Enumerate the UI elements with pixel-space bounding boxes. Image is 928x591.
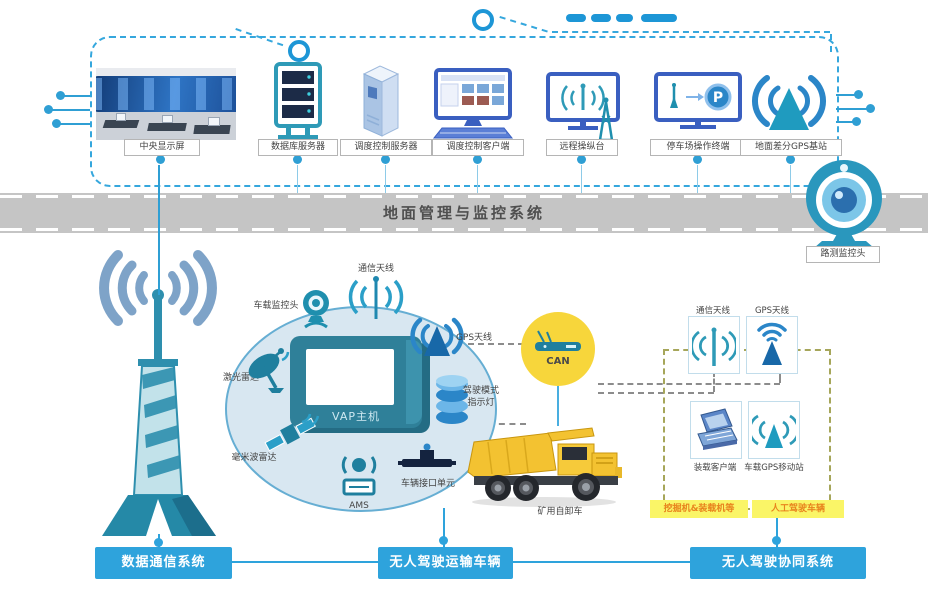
comm-antenna-label: 通信天线 bbox=[357, 264, 394, 274]
loading-client-box bbox=[690, 401, 742, 459]
mining-truck-label: 矿用自卸车 bbox=[537, 507, 583, 517]
dashed-connector bbox=[598, 383, 780, 385]
can-label: CAN bbox=[546, 356, 570, 367]
drive-mode-indicator-label: 驾驶模式 指示灯 bbox=[462, 386, 499, 408]
circuit-node-dot bbox=[852, 117, 861, 126]
drive-mode-indicator-icon bbox=[436, 375, 468, 424]
circuit-node-dot bbox=[854, 90, 863, 99]
vap-host: VAP主机 bbox=[290, 336, 430, 433]
circuit-node-dot bbox=[44, 105, 53, 114]
lidar-dish-icon bbox=[248, 348, 290, 393]
remote-console-icon bbox=[546, 72, 620, 142]
mmwave-radar-label: 毫米波雷达 bbox=[231, 453, 277, 463]
communication-tower-icon bbox=[99, 250, 217, 536]
signal-bar bbox=[566, 14, 586, 22]
signal-bar bbox=[641, 14, 677, 22]
link-display-to-tower bbox=[158, 165, 160, 295]
circuit-node-dot bbox=[52, 119, 61, 128]
collab-gps-antenna-icon bbox=[757, 322, 787, 365]
onboard-camera-icon bbox=[303, 290, 329, 329]
device-label: 数据库服务器 bbox=[258, 139, 338, 156]
ams-icon bbox=[341, 456, 377, 496]
circuit-ring bbox=[288, 40, 310, 62]
dashed-connector bbox=[713, 371, 715, 392]
collab-comm-antenna-box bbox=[688, 316, 740, 374]
can-router-icon bbox=[535, 330, 581, 351]
dashed-line bbox=[830, 34, 832, 52]
system-data-communication: 数据通信系统 bbox=[95, 547, 232, 579]
road-band-title: 地面管理与监控系统 bbox=[382, 204, 545, 222]
signal-bar bbox=[616, 14, 633, 22]
ams-label: AMS bbox=[349, 501, 369, 511]
road-band: 地面管理与监控系统 bbox=[0, 193, 928, 233]
collab-comm-antenna-label: 通信天线 bbox=[695, 306, 730, 316]
collab-gps-antenna-label: GPS天线 bbox=[754, 306, 790, 316]
dashed-connector bbox=[779, 371, 781, 383]
vehicle-gps-mobile-box bbox=[748, 401, 800, 459]
vehicle-gps-mobile-label: 车载GPS移动站 bbox=[744, 463, 804, 473]
circuit-line bbox=[62, 95, 90, 97]
device-label: 调度控制客户端 bbox=[432, 139, 524, 156]
circuit-line bbox=[836, 94, 858, 96]
vehicle-gps-mobile-icon bbox=[752, 414, 796, 448]
database-server-icon bbox=[274, 62, 322, 139]
device-label: 远程操纵台 bbox=[546, 139, 618, 156]
circuit-line bbox=[836, 121, 856, 123]
lidar-label: 激光雷达 bbox=[222, 373, 259, 383]
parking-p-letter: P bbox=[713, 90, 723, 106]
device-label: 地面差分GPS基站 bbox=[740, 139, 842, 156]
mmwave-radar-icon bbox=[264, 413, 320, 452]
device-label: 调度控制服务器 bbox=[340, 139, 432, 156]
roadside-camera-label: 路测监控头 bbox=[806, 246, 880, 263]
dashed-line bbox=[552, 31, 830, 33]
gps-base-antenna-icon bbox=[752, 75, 826, 130]
comm-antenna-icon bbox=[348, 276, 404, 319]
manual-vehicle-tag: 人工驾驶车辆 bbox=[752, 500, 844, 518]
system-unmanned-transport: 无人驾驶运输车辆 bbox=[378, 547, 513, 579]
signal-bar bbox=[591, 14, 611, 22]
dispatch-client-icon bbox=[432, 68, 514, 139]
circuit-line bbox=[50, 109, 90, 111]
collab-comm-antenna-icon bbox=[692, 327, 736, 366]
vehicle-gps-antenna-label: GPS天线 bbox=[455, 333, 493, 343]
can-to-truck-line bbox=[557, 386, 559, 426]
vap-screen bbox=[306, 349, 394, 405]
loading-client-label: 装载客户端 bbox=[693, 463, 737, 473]
dashed-connector bbox=[468, 343, 524, 345]
system-unmanned-collaboration: 无人驾驶协同系统 bbox=[690, 547, 866, 579]
circuit-node-dot bbox=[56, 91, 65, 100]
circuit-ring bbox=[472, 9, 494, 31]
device-label: 停车场操作终端 bbox=[650, 139, 746, 156]
ground-system-dashed-border bbox=[90, 36, 839, 187]
circuit-node-dot bbox=[866, 104, 875, 113]
collab-gps-antenna-box bbox=[746, 316, 798, 374]
vehicle-interface-unit-icon bbox=[398, 443, 456, 467]
excavator-loader-tag: 挖掘机&装载机等 bbox=[650, 500, 748, 518]
mining-truck-icon bbox=[467, 427, 622, 507]
vehicle-gps-antenna-icon bbox=[410, 317, 464, 356]
roadside-camera-icon bbox=[806, 160, 882, 248]
dispatch-server-icon bbox=[362, 65, 400, 137]
circuit-line bbox=[58, 123, 90, 125]
dashed-connector bbox=[598, 392, 714, 394]
device-label: 中央显示屏 bbox=[124, 139, 200, 156]
dashed-curve bbox=[499, 16, 548, 33]
onboard-camera-label: 车载监控头 bbox=[253, 301, 299, 311]
parking-terminal-icon: P bbox=[654, 72, 742, 129]
loading-client-laptop-icon bbox=[697, 408, 738, 450]
vehicle-interface-unit-label: 车辆接口单元 bbox=[400, 479, 455, 489]
vap-host-label: VAP主机 bbox=[332, 410, 380, 423]
circuit-line bbox=[836, 108, 870, 110]
central-display-photo bbox=[96, 68, 236, 140]
